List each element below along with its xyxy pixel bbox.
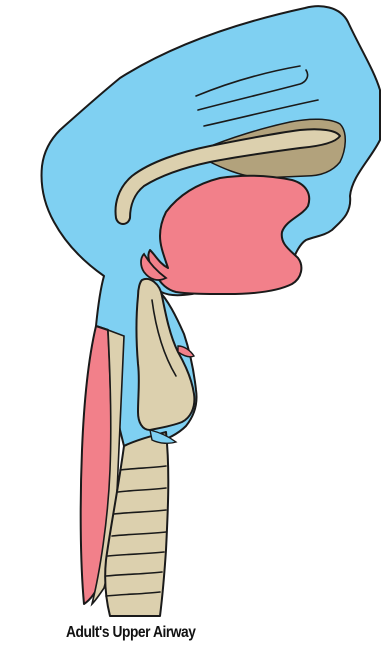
figure-caption: Adult's Upper Airway: [66, 624, 195, 642]
